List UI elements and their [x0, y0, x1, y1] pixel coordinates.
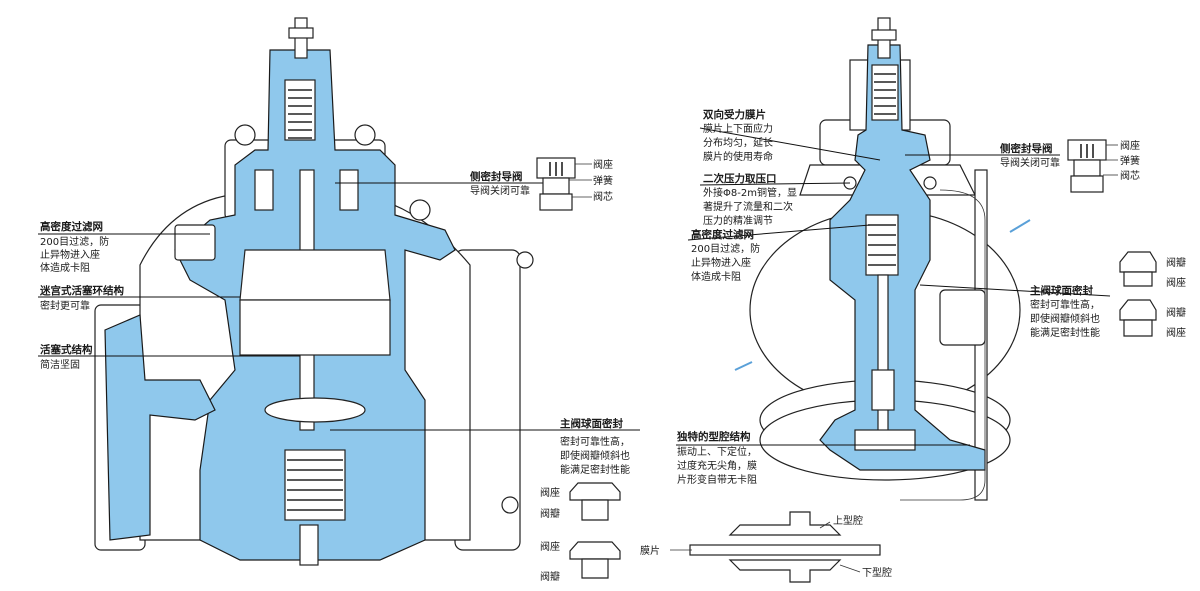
- callout-text: 导阀关闭可靠: [1000, 156, 1060, 169]
- detail-label: 阀座: [540, 486, 560, 499]
- callout-labyrinth-ring: 迷宫式活塞环结构 密封更可靠: [39, 284, 124, 312]
- pilot-detail-right: 阀座 弹簧 阀芯: [1067, 139, 1140, 193]
- callout-text: 止异物进入座: [691, 256, 751, 269]
- callout-text: 振动上、下定位，: [677, 445, 757, 458]
- callout-text: 密封更可靠: [40, 299, 90, 312]
- detail-label: 阀座: [1120, 139, 1140, 152]
- detail-label: 膜片: [640, 544, 660, 557]
- callout-text: 导阀关闭可靠: [470, 184, 530, 197]
- callout-text: 密封可靠性高，: [1030, 298, 1100, 311]
- pilot-detail-left: 阀座 弹簧 阀芯: [536, 157, 613, 211]
- right-callout-lines: [676, 127, 1111, 446]
- left-valve-cutaway: [104, 17, 456, 566]
- callout-title: 双向受力膜片: [702, 108, 766, 121]
- detail-label: 阀芯: [593, 190, 613, 203]
- callout-title: 主阀球面密封: [560, 417, 623, 430]
- left-callout-lines: [38, 182, 640, 431]
- callout-text: 膜片的使用寿命: [703, 150, 773, 163]
- callout-text: 200目过滤，防: [40, 235, 109, 248]
- callout-title: 迷宫式活塞环结构: [39, 284, 124, 297]
- callout-text: 简洁坚固: [40, 358, 80, 371]
- callout-diaphragm: 双向受力膜片 膜片上下面应力 分布均匀，延长 膜片的使用寿命: [702, 108, 773, 163]
- detail-label: 上型腔: [833, 514, 863, 527]
- detail-label: 阀瓣: [540, 507, 560, 520]
- callout-text: 分布均匀，延长: [703, 137, 773, 149]
- callout-filter-right: 高密度过滤网 200目过滤，防 止异物进入座 体造成卡阻: [691, 228, 760, 283]
- detail-label: 阀瓣: [1166, 256, 1186, 269]
- callout-title: 侧密封导阀: [470, 170, 523, 183]
- left-valve-illustration: [94, 17, 534, 566]
- callout-title: 侧密封导阀: [1000, 142, 1053, 155]
- callout-title: 主阀球面密封: [1030, 284, 1093, 297]
- callout-title: 高密度过滤网: [40, 220, 103, 233]
- callout-text: 过度充无尖角，膜: [677, 459, 757, 472]
- callout-text: 200目过滤，防: [691, 242, 760, 255]
- callout-piston-structure: 活塞式结构 简洁坚固: [40, 343, 93, 371]
- detail-label: 阀座: [1166, 326, 1186, 339]
- right-valve-illustration: [749, 17, 1021, 501]
- callout-text: 即使阀瓣倾斜也: [560, 449, 630, 462]
- detail-label: 下型腔: [862, 566, 892, 579]
- callout-title: 高密度过滤网: [691, 228, 754, 241]
- callout-text: 即使阀瓣倾斜也: [1030, 312, 1100, 325]
- callout-text: 著提升了流量和二次: [703, 200, 793, 213]
- callout-cavity-structure: 独特的型腔结构 振动上、下定位， 过度充无尖角，膜 片形变自带无卡阻: [676, 430, 757, 486]
- seat-detail-right: 阀瓣 阀座 阀瓣 阀座: [1119, 251, 1186, 339]
- callout-text: 体造成卡阻: [691, 270, 741, 283]
- callout-text: 密封可靠性高，: [560, 435, 630, 448]
- callout-title: 活塞式结构: [40, 343, 93, 356]
- callout-text: 膜片上下面应力: [703, 122, 773, 135]
- callout-text: 能满足密封性能: [560, 463, 630, 476]
- detail-label: 弹簧: [1120, 154, 1140, 167]
- detail-label: 阀座: [540, 540, 560, 553]
- detail-label: 阀瓣: [1166, 306, 1186, 319]
- seat-detail-left: 阀座 阀瓣 阀座 阀瓣: [540, 482, 621, 583]
- callout-text: 体造成卡阻: [40, 261, 90, 274]
- callout-text: 片形变自带无卡阻: [677, 473, 757, 486]
- callout-text: 外接Φ8-2m铜管，显: [703, 186, 797, 199]
- callout-text: 能满足密封性能: [1030, 326, 1100, 339]
- callout-title: 独特的型腔结构: [676, 430, 751, 443]
- callout-filter-left: 高密度过滤网 200目过滤，防 止异物进入座 体造成卡阻: [40, 220, 109, 274]
- detail-label: 弹簧: [593, 174, 613, 187]
- callout-text: 压力的精准调节: [703, 214, 773, 227]
- detail-label: 阀瓣: [540, 570, 560, 583]
- detail-label: 阀座: [593, 158, 613, 171]
- callout-side-seal-pilot-left: 侧密封导阀 导阀关闭可靠: [470, 170, 530, 197]
- flow-arrows: [734, 219, 1031, 371]
- detail-label: 阀座: [1166, 276, 1186, 289]
- diaphragm-detail: 上型腔 膜片 下型腔: [640, 511, 892, 583]
- detail-label: 阀芯: [1120, 169, 1140, 182]
- callout-ball-seal-right: 主阀球面密封 密封可靠性高， 即使阀瓣倾斜也 能满足密封性能: [1030, 284, 1100, 339]
- callout-ball-seal-left: 主阀球面密封 密封可靠性高， 即使阀瓣倾斜也 能满足密封性能: [560, 417, 630, 476]
- callout-text: 止异物进入座: [40, 248, 100, 261]
- callout-pressure-port: 二次压力取压口 外接Φ8-2m铜管，显 著提升了流量和二次 压力的精准调节: [703, 172, 797, 227]
- callout-title: 二次压力取压口: [703, 172, 777, 185]
- callout-side-seal-pilot-right: 侧密封导阀 导阀关闭可靠: [1000, 142, 1060, 169]
